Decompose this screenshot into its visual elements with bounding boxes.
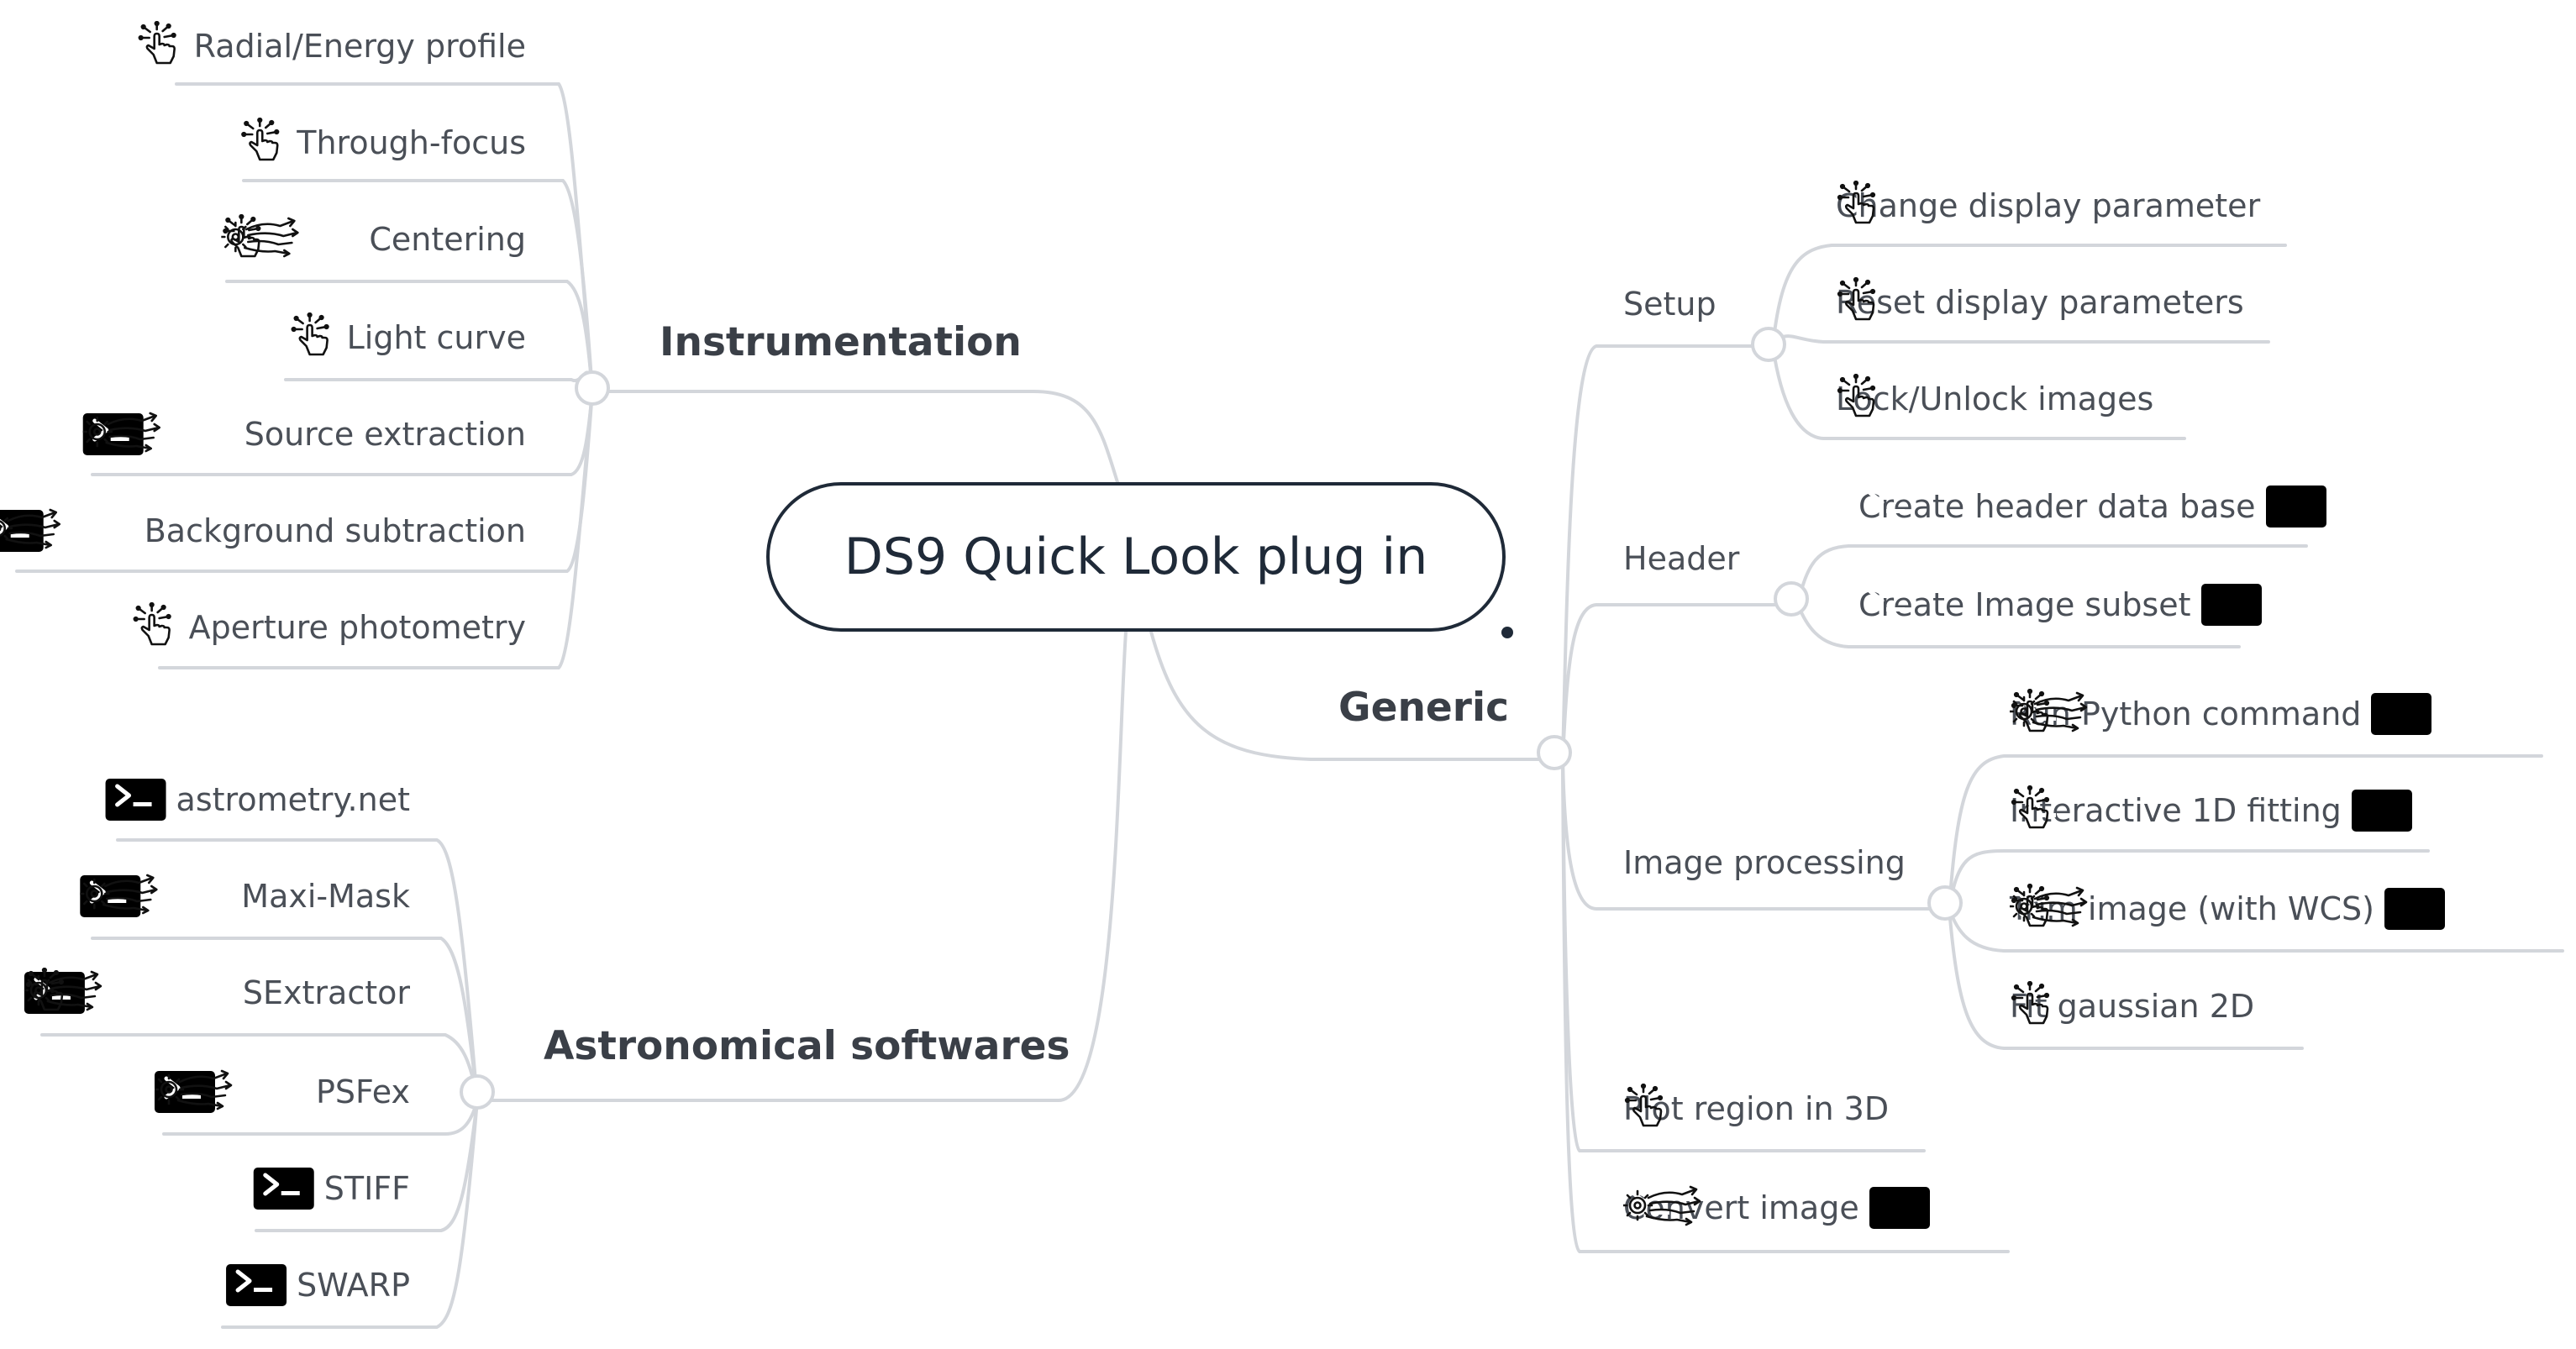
gear-flow-icon [1623, 1185, 2021, 1230]
instrumentation-node [575, 370, 610, 406]
terminal-icon [226, 1264, 287, 1306]
leaf-source-extraction[interactable]: Source extraction [82, 409, 526, 459]
terminal-icon [2019, 790, 2412, 832]
terminal-icon [1632, 1187, 1930, 1229]
leaf-run-python-command[interactable]: Run Python command [2010, 689, 2576, 739]
terminal-icon [82, 413, 144, 455]
leaf-astrometry-net[interactable]: astrometry.net [105, 774, 410, 825]
leaf-sextractor[interactable]: SExtractor [24, 968, 410, 1018]
leaf-label: PSFex [315, 1073, 410, 1110]
leaf-label: Lock/Unlock images [1836, 381, 2154, 417]
leaf-label: Through-focus [297, 124, 526, 161]
leaf-label: Plot region in 3D [1623, 1090, 1890, 1127]
hand-pointer-icon [132, 602, 179, 651]
leaf-reset-display-parameters[interactable]: Reset display parameters [1836, 277, 2301, 328]
terminal-icon [1868, 584, 2262, 626]
leaf-label: Background subtraction [144, 512, 526, 549]
gear-flow-icon [80, 874, 231, 918]
gear-flow-icon [154, 1069, 306, 1114]
leaf-label: Aperture photometry [188, 609, 526, 646]
astronomical-softwares-node [460, 1074, 495, 1110]
root-title: DS9 Quick Look plug in [844, 528, 1428, 586]
leaf-stiff[interactable]: STIFF [253, 1163, 410, 1214]
root-node[interactable]: DS9 Quick Look plug in [766, 482, 1506, 632]
leaf-change-display-parameter[interactable]: Change display parameter [1836, 181, 2317, 231]
leaf-psfex[interactable]: PSFex [154, 1067, 410, 1117]
terminal-icon [105, 779, 166, 821]
leaf-label: Create Image subset [1858, 586, 2191, 623]
leaf-create-header-data-base[interactable]: Create header data base [1858, 481, 2326, 532]
branch-generic[interactable]: Generic [1338, 685, 1509, 731]
hand-pointer-icon [1837, 277, 2301, 326]
sub-branch-image-processing[interactable]: Image processing [1623, 844, 1906, 881]
leaf-label: Interactive 1D fitting [2010, 792, 2342, 829]
leaf-label: Source extraction [244, 416, 526, 453]
leaf-label: Reset display parameters [1836, 284, 2244, 321]
leaf-trim-image-wcs[interactable]: Trim image (with WCS) [2010, 884, 2576, 934]
leaf-label: SWARP [297, 1267, 410, 1304]
leaf-label: STIFF [323, 1170, 410, 1207]
leaf-aperture-photometry[interactable]: Aperture photometry [132, 602, 526, 653]
header-node [1774, 581, 1809, 617]
branch-astronomical-softwares[interactable]: Astronomical softwares [544, 1023, 1070, 1069]
leaf-plot-region-3d[interactable]: Plot region in 3D [1623, 1084, 1946, 1134]
hand-pointer-icon [1837, 374, 2211, 423]
generic-node [1537, 735, 1572, 770]
leaf-label: Centering [369, 221, 526, 258]
gear-flow-icon [0, 508, 134, 553]
leaf-maxi-mask[interactable]: Maxi-Mask [80, 871, 410, 921]
setup-node [1751, 327, 1786, 362]
gear-flow-icon [221, 217, 359, 261]
hand-pointer-icon [2011, 785, 2469, 834]
hand-pointer-icon [2011, 884, 2502, 932]
gear-flow-icon [2010, 886, 2576, 931]
leaf-label: SExtractor [242, 974, 410, 1011]
leaf-create-image-subset[interactable]: Create Image subset [1858, 580, 2262, 630]
terminal-icon [1868, 486, 2326, 528]
leaf-label: Maxi-Mask [241, 878, 410, 915]
gear-flow-icon [24, 970, 233, 1015]
hand-pointer-icon [1624, 1084, 1946, 1132]
leaf-through-focus[interactable]: Through-focus [239, 118, 526, 168]
leaf-label: Create header data base [1858, 488, 2256, 525]
gear-flow-icon [2010, 691, 2576, 736]
root-anchor-dot [1501, 627, 1513, 638]
leaf-light-curve[interactable]: Light curve [290, 312, 526, 363]
sub-branch-setup[interactable]: Setup [1623, 286, 1716, 323]
leaf-radial-energy-profile[interactable]: Radial/Energy profile [137, 21, 526, 71]
leaf-swarp[interactable]: SWARP [226, 1260, 410, 1310]
hand-pointer-icon [2011, 689, 2489, 737]
leaf-background-subtraction[interactable]: Background subtraction [0, 506, 526, 556]
sub-branch-header[interactable]: Header [1623, 540, 1740, 577]
terminal-icon [2019, 888, 2445, 930]
leaf-lock-unlock-images[interactable]: Lock/Unlock images [1836, 374, 2211, 424]
branch-instrumentation[interactable]: Instrumentation [660, 319, 1022, 365]
leaf-label: Light curve [346, 319, 526, 356]
hand-pointer-icon [137, 21, 184, 70]
leaf-label: Radial/Energy profile [193, 28, 526, 65]
image-processing-node [1927, 885, 1963, 921]
leaf-convert-image[interactable]: Convert image [1623, 1183, 2021, 1233]
leaf-interactive-1d-fitting[interactable]: Interactive 1D fitting [2010, 785, 2469, 836]
terminal-icon [154, 1071, 215, 1113]
hand-pointer-icon [239, 118, 287, 166]
hand-pointer-icon [1837, 181, 2317, 229]
leaf-label: Change display parameter [1836, 187, 2261, 224]
hand-pointer-icon [2011, 981, 2311, 1030]
leaf-fit-gaussian-2d[interactable]: Fit gaussian 2D [2010, 981, 2311, 1031]
leaf-label: astrometry.net [176, 781, 410, 818]
terminal-icon [2019, 693, 2432, 735]
terminal-icon [253, 1168, 314, 1210]
hand-pointer-icon [290, 312, 337, 361]
leaf-centering[interactable]: Centering [221, 214, 526, 265]
gear-flow-icon [82, 412, 234, 456]
leaf-label: Fit gaussian 2D [2010, 988, 2255, 1025]
